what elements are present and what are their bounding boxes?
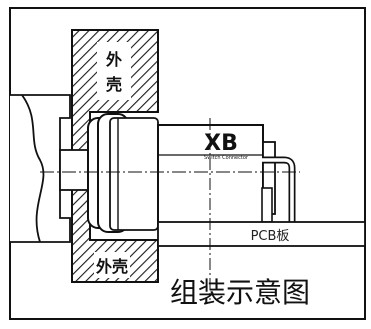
- break-line: [21, 94, 45, 243]
- brand-subtitle: Switch Connector: [204, 155, 249, 161]
- pcb-board: [157, 221, 366, 247]
- left-body: [10, 94, 71, 243]
- diagram-caption: 组装示意图: [170, 276, 310, 309]
- brand-mark: XB: [204, 131, 238, 156]
- center-lines: [40, 118, 300, 300]
- housing-label-top-2: 壳: [105, 75, 122, 94]
- housing-label-top-1: 外: [105, 50, 122, 69]
- pcb-label: PCB板: [251, 229, 290, 244]
- terminal-pin: [261, 156, 296, 223]
- connector-flange: [87, 113, 159, 233]
- housing-label-bg-top: [97, 42, 131, 100]
- housing-label-bottom: 外壳: [95, 257, 128, 276]
- housing-wall: [71, 29, 159, 283]
- housing-label-bg-bottom: [94, 252, 130, 278]
- brand-logo: XB Switch Connector: [204, 131, 249, 161]
